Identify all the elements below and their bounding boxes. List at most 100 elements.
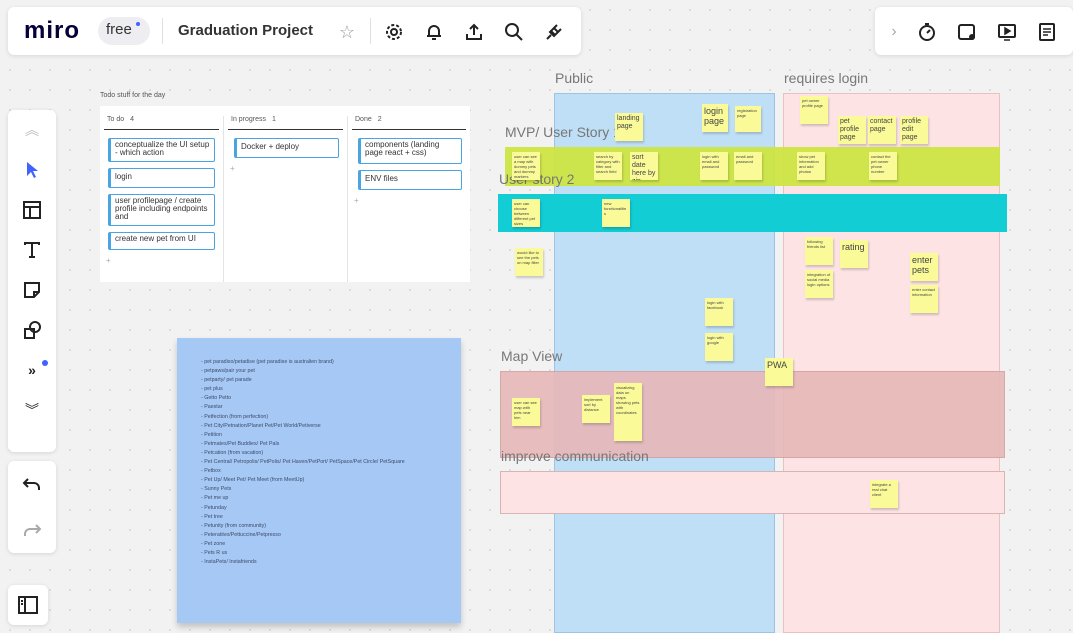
- plan-dot: [136, 22, 140, 26]
- sticky-note[interactable]: pet owner profile page: [800, 96, 828, 124]
- search-icon[interactable]: [501, 19, 527, 45]
- sticky-note[interactable]: visualizing data on maps showing pets wi…: [614, 383, 642, 441]
- column-count: 4: [130, 116, 134, 123]
- note-line: - Peteratiivo/Pettuccine/Petpresso: [201, 531, 281, 538]
- kanban-card[interactable]: create new pet from UI: [108, 232, 215, 250]
- story2-band[interactable]: [498, 194, 1007, 232]
- kanban-card[interactable]: conceptualize the UI setup - which actio…: [108, 138, 215, 162]
- add-card-plus[interactable]: +: [230, 164, 235, 173]
- sticky-note[interactable]: user can see a map with dummy pets and d…: [512, 152, 540, 180]
- note-line: - petparty/ pet parade: [201, 377, 252, 384]
- note-line: - pet paradiso/petadise (pet paradise is…: [201, 359, 334, 365]
- star-icon[interactable]: ☆: [338, 21, 356, 42]
- sticky-note[interactable]: following friends list: [805, 237, 833, 265]
- more-tools-icon[interactable]: »: [8, 350, 56, 390]
- kanban-board[interactable]: To do 4 conceptualize the UI setup - whi…: [100, 106, 470, 282]
- sticky-note[interactable]: new functionalities: [602, 199, 630, 227]
- kanban-card[interactable]: Docker + deploy: [234, 138, 339, 158]
- chevron-right-icon[interactable]: ›: [891, 23, 897, 40]
- note-line: - Petcation (from vacation): [201, 449, 264, 456]
- kanban-card[interactable]: user profilepage / create profile includ…: [108, 194, 215, 226]
- sticky-note[interactable]: enter pets: [910, 253, 938, 281]
- sticky-note[interactable]: landing page: [615, 113, 643, 141]
- sticky-note[interactable]: enter contact information: [910, 285, 938, 313]
- column-name: Done: [355, 116, 372, 123]
- kanban-card[interactable]: components (landing page react + css): [358, 138, 462, 164]
- collapse-up-icon[interactable]: ︽: [25, 122, 39, 138]
- timer-icon[interactable]: [915, 19, 939, 45]
- sticky-note[interactable]: login page: [702, 104, 728, 132]
- column-count: 2: [377, 116, 382, 123]
- sticky-note[interactable]: user can see map with pets near him: [512, 398, 540, 426]
- sticky-note[interactable]: show pet information and add photos: [797, 152, 825, 180]
- sticky-note[interactable]: integration of social media login option…: [805, 270, 833, 298]
- add-card-plus[interactable]: +: [106, 256, 111, 265]
- note-line: - Pets R us: [201, 549, 228, 556]
- column-name: To do: [107, 116, 125, 123]
- brainstorm-note[interactable]: - pet paradiso/petadise (pet paradise is…: [177, 338, 461, 623]
- plan-badge[interactable]: free: [98, 17, 150, 45]
- bell-icon[interactable]: [421, 19, 447, 45]
- kanban-card[interactable]: ENV files: [358, 170, 462, 190]
- sticky-note[interactable]: implement sort by distance: [582, 395, 610, 423]
- expand-down-icon[interactable]: ︾: [25, 402, 39, 418]
- comm-band[interactable]: [500, 471, 1005, 514]
- kanban-card[interactable]: login: [108, 168, 215, 188]
- text-icon[interactable]: [8, 230, 56, 270]
- add-card-plus[interactable]: +: [354, 196, 359, 205]
- map-label: Map View: [501, 348, 563, 364]
- note-line: - Pet tree: [201, 513, 223, 520]
- plan-label: free: [106, 21, 132, 38]
- sticky-note[interactable]: user can choose between different pet si…: [512, 199, 540, 227]
- left-toolbar: ︽ » ︾: [8, 110, 56, 452]
- map-band[interactable]: [500, 371, 1005, 458]
- sticky-note[interactable]: sort date here by zip code: [630, 152, 658, 180]
- sticky-note[interactable]: search by category with filter and searc…: [594, 152, 622, 180]
- public-label: Public: [555, 70, 594, 86]
- sticky-note[interactable]: contact page: [868, 116, 896, 144]
- kanban-column-in-progress: In progress 1 Docker + deploy +: [224, 116, 348, 282]
- column-header: To do 4: [104, 116, 219, 130]
- note-line: - Petbox: [201, 468, 221, 475]
- frame-icon[interactable]: [8, 190, 56, 230]
- board-title[interactable]: Graduation Project: [178, 22, 314, 39]
- notes-icon[interactable]: [1035, 19, 1059, 45]
- redo-icon[interactable]: [8, 507, 56, 553]
- sticky-note[interactable]: registration page: [735, 106, 761, 132]
- gear-icon[interactable]: [381, 19, 407, 45]
- history-toolbar: [8, 461, 56, 553]
- upload-icon[interactable]: [461, 19, 487, 45]
- note-line: - Pet me up: [201, 495, 229, 502]
- sticky-note[interactable]: integrate a real chat client: [870, 480, 898, 508]
- present-icon[interactable]: [995, 19, 1019, 45]
- sticky-note[interactable]: PWA: [765, 358, 793, 386]
- undo-icon[interactable]: [8, 461, 56, 507]
- note-lines: - pet paradiso/petadise (pet paradise is…: [201, 358, 439, 567]
- plugin-icon[interactable]: [541, 19, 567, 45]
- sticky-note[interactable]: login with google: [705, 333, 733, 361]
- sticky-note[interactable]: would like to see the pets on map filter: [515, 248, 543, 276]
- divider: [162, 18, 163, 44]
- note-line: - Petition: [201, 431, 222, 438]
- note-line: - Getto Petto: [201, 395, 232, 402]
- column-name: In progress: [231, 116, 267, 123]
- sticky-note[interactable]: rating: [840, 240, 868, 268]
- note-line: - Pet City/Petnation/Planet Pet/Pet Worl…: [201, 422, 321, 429]
- sticky-note[interactable]: pet profile page: [838, 116, 866, 144]
- requires-login-label: requires login: [784, 70, 869, 86]
- cursor-icon[interactable]: [8, 150, 56, 190]
- miro-logo[interactable]: miro: [24, 17, 81, 44]
- sidebar-toggle-icon[interactable]: [8, 585, 48, 625]
- sticky-note[interactable]: email and password: [734, 152, 762, 180]
- sticky-note[interactable]: login with facebook: [705, 298, 733, 326]
- sticky-note[interactable]: contact the pet owner phone number: [869, 152, 897, 180]
- shapes-icon[interactable]: [8, 310, 56, 350]
- sticky-note[interactable]: profile edit page: [900, 116, 928, 144]
- sticky-note-icon[interactable]: [8, 270, 56, 310]
- sticky-note[interactable]: login with email and password: [700, 152, 728, 180]
- column-header: In progress 1: [228, 116, 343, 130]
- note-line: - Pet Central/ Petropolis/ PetPolis/ Pet…: [201, 459, 405, 466]
- note-line: - Paestar: [201, 404, 223, 411]
- card-icon[interactable]: [955, 19, 979, 45]
- kanban-title: Todo stuff for the day: [100, 92, 166, 99]
